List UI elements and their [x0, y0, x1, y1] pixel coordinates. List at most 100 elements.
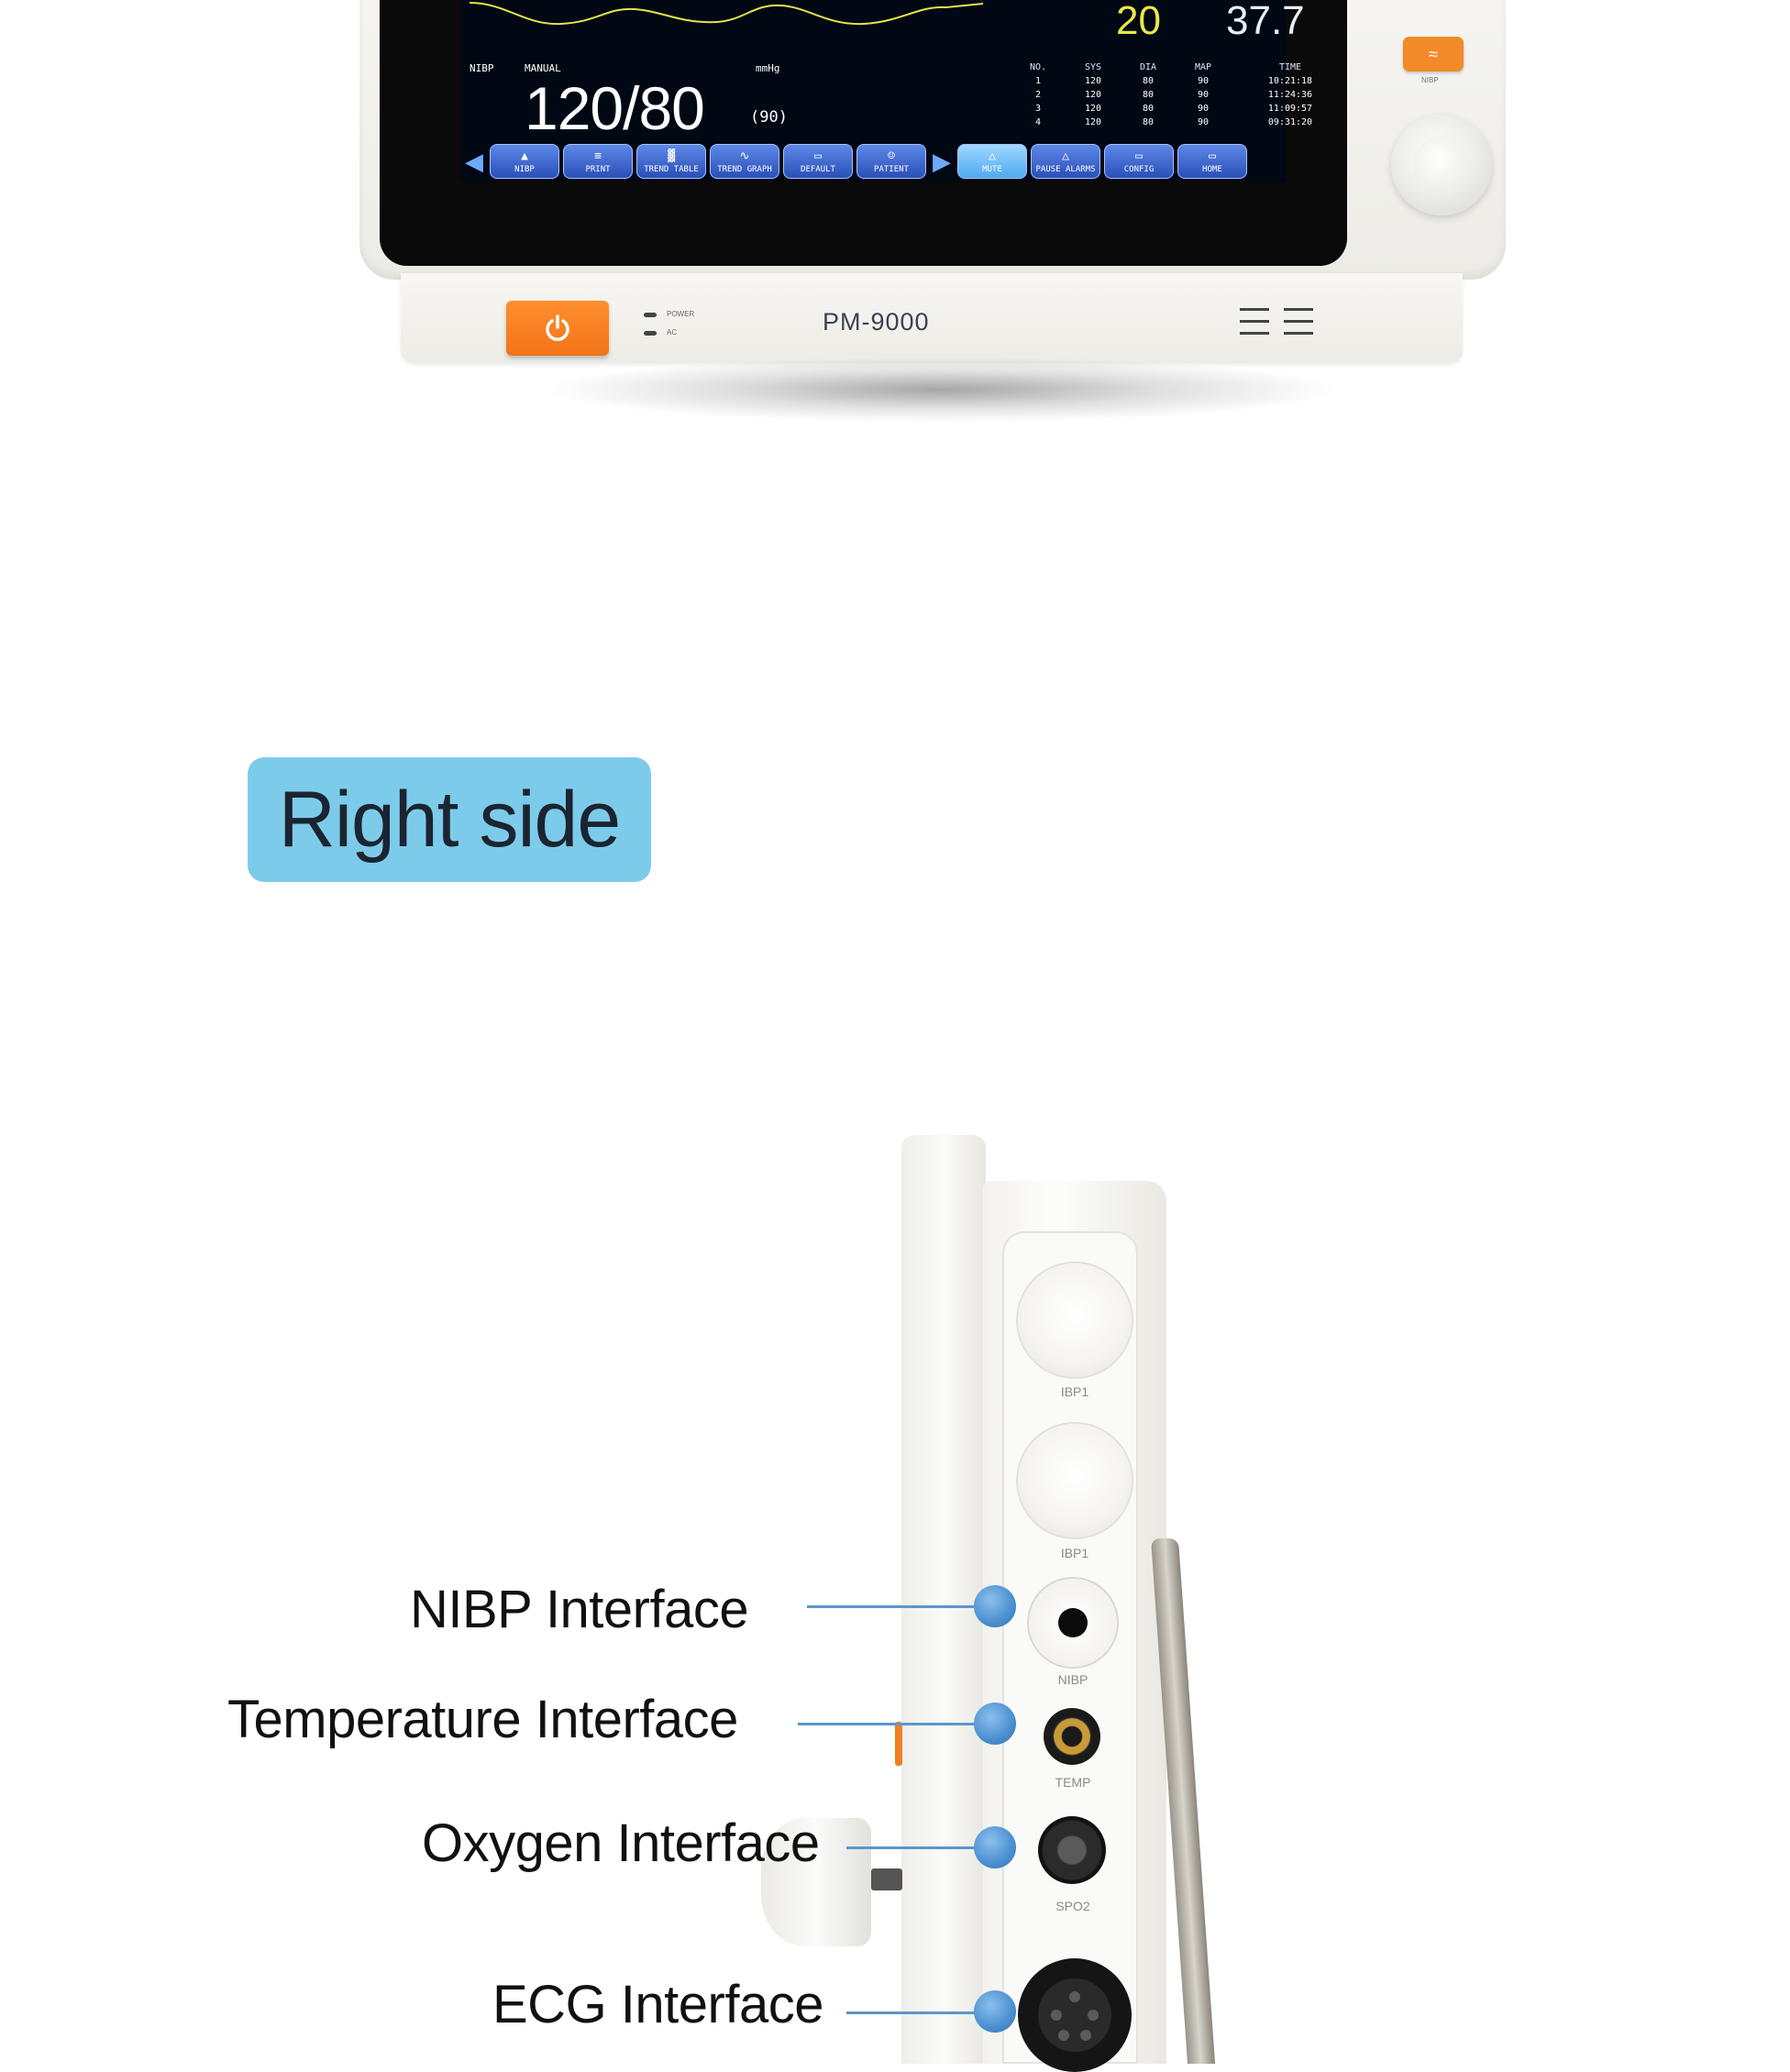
nibp-value: 120/80	[525, 74, 705, 142]
softkey-label: CONFIG	[1123, 165, 1155, 174]
table-cell: 80	[1142, 117, 1155, 127]
ibp2-port-cover[interactable]	[1018, 1424, 1132, 1537]
table-cell: 120	[1084, 104, 1102, 114]
softkey-patient[interactable]: ☺ PATIENT	[856, 144, 926, 179]
softkey-label: TREND GRAPH	[717, 165, 772, 174]
respiration-waveform	[469, 2, 984, 26]
table-row: 3 120 80 90 11:09:57	[1011, 104, 1350, 117]
table-cell: NO.	[1029, 62, 1047, 72]
table-cell: 2	[1034, 90, 1042, 100]
monitor-screen: 20 37.7 NIBP MANUAL mmHg 120/80 (90) NO.…	[460, 0, 1312, 182]
callout-line	[807, 1605, 995, 1608]
table-cell: SYS	[1084, 62, 1102, 72]
speaker-vent-icon	[1284, 308, 1313, 344]
nibp-port-label: NIBP	[1057, 1672, 1088, 1687]
side-rear-housing	[901, 1135, 986, 2064]
temp-port-label: TEMP	[1055, 1775, 1091, 1790]
table-cell: 11:24:36	[1267, 90, 1313, 100]
softkey-label: PRINT	[585, 165, 611, 174]
table-cell: 120	[1084, 76, 1102, 86]
ibp1-port-cover[interactable]	[1018, 1263, 1132, 1377]
softkey-icon: ▭	[1209, 149, 1216, 163]
softkey-label: PAUSE ALARMS	[1035, 165, 1096, 174]
table-cell: 80	[1142, 104, 1155, 114]
monitor-base: POWER AC PM-9000	[401, 273, 1463, 363]
ac-led-label: AC	[667, 328, 678, 336]
nibp-start-button[interactable]: ≈	[1403, 37, 1464, 72]
softkey-label: PATIENT	[874, 165, 909, 174]
softkey-mute[interactable]: △MUTE	[957, 144, 1027, 179]
softkey-label: TREND TABLE	[644, 165, 699, 174]
softkey-config[interactable]: ▭ CONFIG	[1104, 144, 1174, 179]
power-button[interactable]	[506, 301, 609, 356]
softkey-icon: ▓	[668, 149, 675, 163]
table-cell: MAP	[1194, 62, 1212, 72]
rotary-knob[interactable]	[1391, 115, 1492, 215]
table-cell: 4	[1034, 117, 1042, 127]
nibp-interface-label: NIBP Interface	[410, 1580, 749, 1639]
respiration-value: 20	[1116, 0, 1161, 43]
softkey-trend-graph[interactable]: ∿ TREND GRAPH	[710, 144, 779, 179]
softkey-nibp[interactable]: ▲ NIBP	[490, 144, 559, 179]
softkey-icon: △	[1062, 149, 1069, 163]
table-cell: 90	[1197, 90, 1210, 100]
softkey-icon: ▭	[814, 149, 822, 163]
softkey-label: NIBP	[514, 165, 535, 174]
callout-line	[846, 2011, 995, 2014]
softkey-default[interactable]: ▭DEFAULT	[783, 144, 853, 179]
table-cell: 120	[1084, 90, 1102, 100]
table-cell: 120	[1084, 117, 1102, 127]
floor-shadow	[552, 358, 1331, 422]
nibp-button-label: NIBP	[1421, 76, 1439, 84]
side-knob	[761, 1818, 871, 1946]
softkey-home[interactable]: ▭HOME	[1177, 144, 1247, 179]
section-badge: Right side	[248, 757, 651, 882]
softkey-next-arrow-icon[interactable]: ▶	[933, 147, 951, 175]
temperature-value: 37.7	[1226, 0, 1305, 43]
spo2-port[interactable]	[1038, 1816, 1106, 1884]
table-cell: 11:09:57	[1267, 104, 1313, 114]
softkey-pause-alarms[interactable]: △ PAUSE ALARMS	[1031, 144, 1100, 179]
ibp2-port-label: IBP1	[1060, 1546, 1089, 1560]
spo2-port-label: SPO2	[1055, 1899, 1090, 1913]
orange-tab	[895, 1722, 902, 1766]
softkey-icon: ∿	[739, 149, 750, 163]
ibp1-port-label: IBP1	[1060, 1384, 1089, 1399]
table-cell: 10:21:18	[1267, 76, 1313, 86]
ecg-port[interactable]	[1018, 1958, 1132, 2072]
patient-monitor-front: 20 37.7 NIBP MANUAL mmHg 120/80 (90) NO.…	[359, 0, 1506, 422]
temp-port[interactable]	[1044, 1708, 1100, 1765]
cuff-icon: ≈	[1429, 44, 1438, 63]
power-led-label: POWER	[667, 310, 695, 318]
softkey-trend-table[interactable]: ▓ TREND TABLE	[636, 144, 706, 179]
callout-dot	[974, 1585, 1016, 1627]
patient-monitor-side-view: IBP1 IBP1 NIBP TEMP SPO2	[752, 1135, 1229, 2072]
table-cell: 90	[1197, 104, 1210, 114]
table-cell: 90	[1197, 76, 1210, 86]
nibp-port[interactable]	[1029, 1579, 1117, 1667]
table-cell: 80	[1142, 90, 1155, 100]
table-cell: DIA	[1139, 62, 1157, 72]
table-cell: 1	[1034, 76, 1042, 86]
table-cell: 3	[1034, 104, 1042, 114]
softkey-icon: ☺	[888, 149, 895, 163]
model-name: PM-9000	[823, 308, 930, 336]
softkey-print[interactable]: ≡ PRINT	[563, 144, 633, 179]
callout-dot	[974, 1826, 1016, 1868]
speaker-vent-icon	[1240, 308, 1269, 344]
power-led	[644, 313, 657, 317]
ecg-interface-label: ECG Interface	[492, 1975, 823, 2034]
table-cell: 80	[1142, 76, 1155, 86]
table-row: 2 120 80 90 11:24:36	[1011, 90, 1350, 104]
softkey-prev-arrow-icon[interactable]: ◀	[465, 147, 483, 175]
nibp-label: NIBP	[470, 62, 494, 74]
softkey-icon: ▲	[521, 149, 528, 163]
oxygen-interface-label: Oxygen Interface	[422, 1813, 820, 1873]
temperature-interface-label: Temperature Interface	[227, 1690, 738, 1749]
softkey-icon: ▭	[1135, 149, 1143, 163]
softkey-icon: ≡	[594, 149, 602, 163]
callout-dot	[974, 1703, 1016, 1745]
